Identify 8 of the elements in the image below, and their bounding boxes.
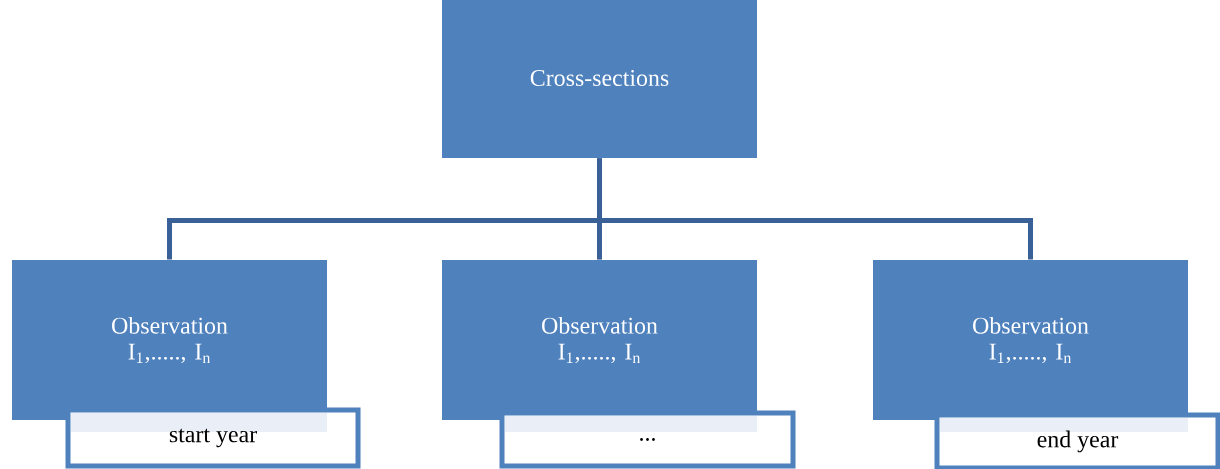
year-box: ... <box>499 410 796 469</box>
year-box: start year <box>65 407 361 469</box>
process-box: Observation I$_{1}$,....., I$_{n}$ <box>873 260 1188 420</box>
connector <box>597 158 1033 260</box>
process-box: Cross-sections <box>442 0 757 158</box>
process-box: Observation I$_{1}$,....., I$_{n}$ <box>442 260 757 420</box>
year-box: end year <box>934 412 1220 469</box>
process-box: Observation I$_{1}$,....., I$_{n}$ <box>12 260 327 420</box>
